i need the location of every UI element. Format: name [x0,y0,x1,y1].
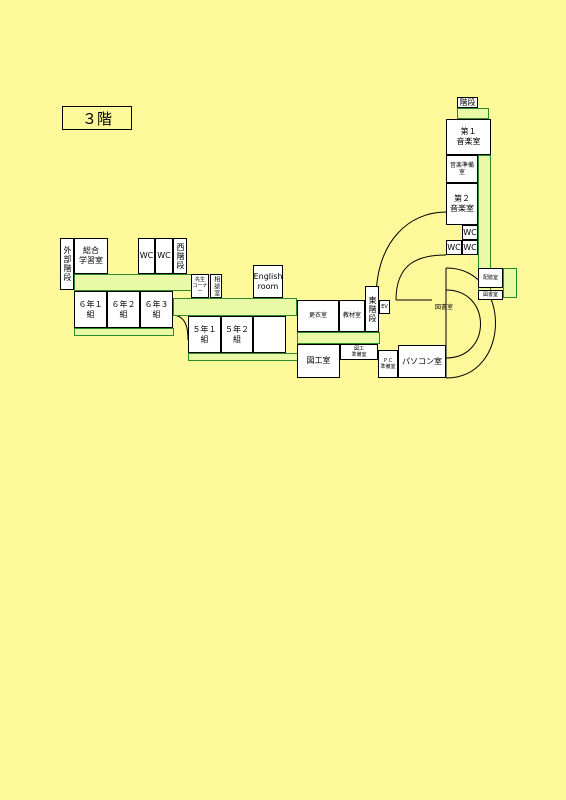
art-prep-room: 図工 準備室 [340,344,378,360]
corridor-middle [173,298,297,316]
corridor-east [297,332,380,344]
consultation-room: 相談室 [210,274,222,298]
corridor-right [503,268,517,298]
library: 図書室 [434,304,453,312]
teacher-corner: 先生 コーナー [191,274,209,298]
corridor-upper [74,274,194,291]
music-prep-room: 音楽準備 室 [446,155,478,183]
distribution-room: 配膳室 [478,268,503,288]
classroom-5-1: ５年１組 [188,316,221,353]
corridor-lower [188,353,298,361]
wc-e: WC [155,238,173,274]
east-stairs: 東階段 [365,286,379,332]
classroom-6-2: ６年２組 [107,291,140,328]
music-room-1: 第１ 音楽室 [446,119,491,155]
classroom-5-2: ５年２組 [221,316,253,353]
changing-room: 更衣室 [297,300,339,332]
corridor-lower-left [74,328,174,336]
stair-top: 階段 [457,97,478,108]
classroom-blank [253,316,286,353]
materials-room: 教材室 [339,300,365,332]
wc-b: WC [446,240,462,255]
english-room: English room [253,265,283,298]
elevator: EV [379,300,390,314]
external-stairs: 外部階段 [60,238,74,290]
corridor-stair-top [457,108,489,119]
wc-d: WC [138,238,155,274]
computer-room: パソコン室 [398,345,446,378]
west-stairs: 西階段 [173,238,187,274]
library-small: 図書室 [478,290,503,300]
pc-prep-room: ＰＣ 準備室 [378,350,398,378]
classroom-6-1: ６年１組 [74,291,107,328]
wc-c: WC [462,240,478,255]
classroom-6-3: ６年３組 [140,291,173,328]
art-room: 図工室 [297,344,340,378]
music-room-2: 第２ 音楽室 [446,183,478,225]
general-study-room: 総合 学習室 [74,238,108,274]
wc-a: WC [462,225,478,240]
floor-label: ３階 [62,106,132,130]
